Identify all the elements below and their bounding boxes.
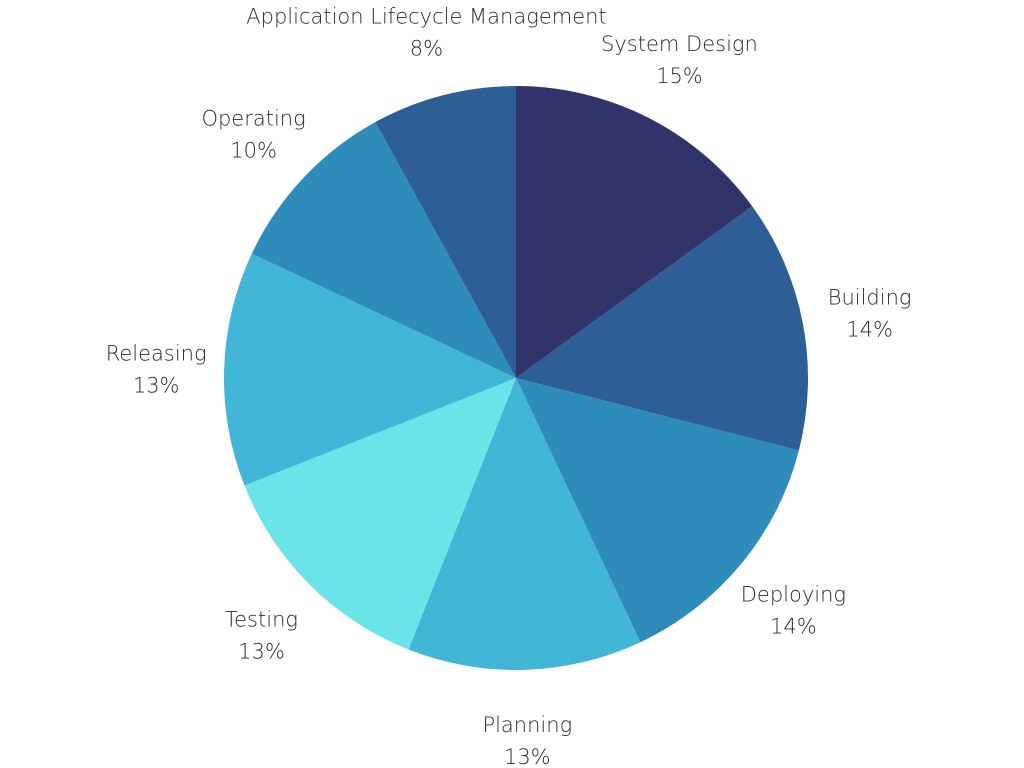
- slice-label-deploying: Deploying 14%: [741, 582, 846, 638]
- slice-label-testing: Testing 13%: [225, 608, 298, 664]
- pie-slice-building: [516, 206, 808, 451]
- slice-percent-label: 13%: [504, 745, 551, 768]
- pie-slice-operating: [251, 122, 516, 379]
- pie-slice-releasing: [224, 253, 517, 486]
- pie-slice-planning: [408, 378, 641, 670]
- pie-slice-deploying: [516, 378, 799, 643]
- slice-label-planning: Planning 13%: [482, 713, 572, 768]
- slice-label-operating: Operating 10%: [201, 107, 305, 163]
- slice-percent-label: 8%: [410, 36, 443, 60]
- slice-percent-label: 10%: [230, 139, 277, 163]
- slice-percent-label: 14%: [846, 318, 893, 342]
- pie-slice-system-design: [516, 86, 753, 378]
- slice-category-label: Building: [828, 286, 912, 310]
- pie-slices: [224, 86, 808, 670]
- slice-category-label: System Design: [601, 32, 758, 56]
- pie-slice-application-lifecycle-management: [375, 86, 516, 378]
- slice-label-releasing: Releasing 13%: [106, 342, 207, 398]
- slice-category-label: Operating: [201, 107, 305, 131]
- slice-category-label: Planning: [482, 713, 572, 737]
- slice-label-application-lifecycle-management: Application Lifecycle Management 8%: [246, 4, 606, 60]
- slice-percent-label: 13%: [238, 640, 285, 664]
- slice-category-label: Application Lifecycle Management: [246, 4, 606, 28]
- pie-slice-testing: [244, 378, 517, 650]
- slice-category-label: Deploying: [741, 582, 846, 606]
- slice-label-building: Building 14%: [828, 286, 912, 342]
- slice-percent-label: 15%: [656, 64, 703, 88]
- slice-category-label: Testing: [225, 608, 298, 632]
- pie-labels: System Design 15% Building 14% Deploying 14% P…: [106, 4, 912, 768]
- slice-category-label: Releasing: [106, 342, 207, 366]
- slice-label-system-design: System Design 15%: [601, 32, 758, 88]
- slice-percent-label: 14%: [770, 614, 817, 638]
- slice-percent-label: 13%: [133, 374, 180, 398]
